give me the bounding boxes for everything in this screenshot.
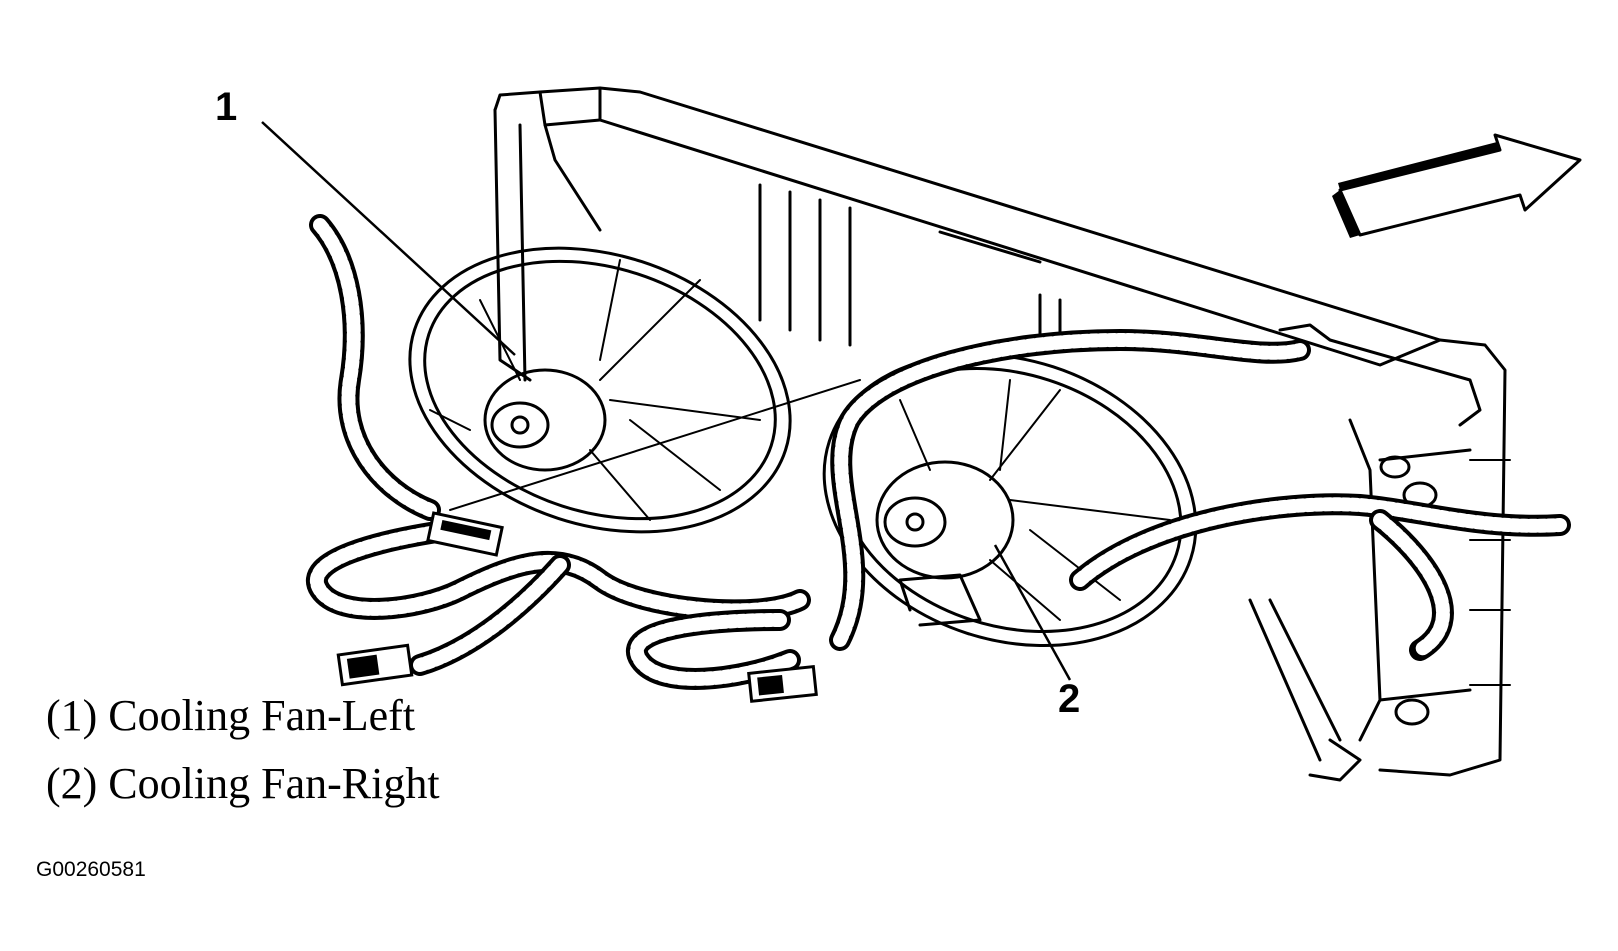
- harness-connector: [336, 511, 818, 703]
- callout-1-leader: [261, 121, 516, 356]
- callout-2-label: 2: [1058, 677, 1080, 721]
- wiring-harness: [306, 214, 1571, 690]
- callout-2-leader: [993, 544, 1072, 681]
- legend-item-cooling-fan-right: (2) Cooling Fan-Right: [46, 759, 440, 808]
- direction-arrow-icon: [1332, 133, 1582, 238]
- callout-1-label: 1: [215, 85, 237, 129]
- figure-id: G00260581: [36, 858, 146, 881]
- cooling-fan-left: [408, 246, 861, 534]
- legend-item-cooling-fan-left: (1) Cooling Fan-Left: [46, 691, 416, 740]
- radiator-shroud: [493, 86, 1511, 782]
